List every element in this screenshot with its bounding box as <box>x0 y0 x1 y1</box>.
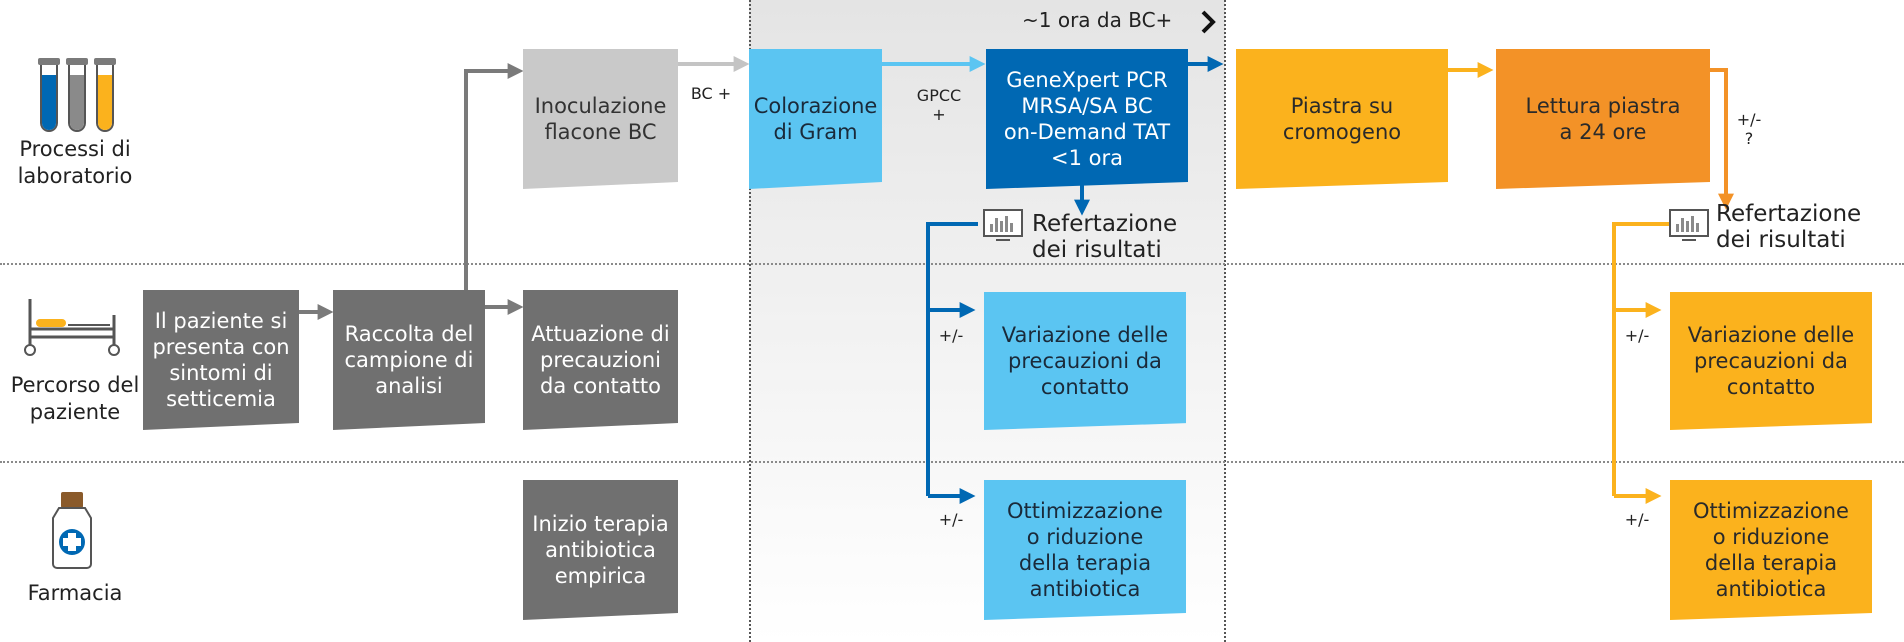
box-sample-collection: Raccolta del campione di analisi <box>333 290 485 430</box>
lane-label-lab: Processi di laboratorio <box>17 137 133 188</box>
box-inoculation: Inoculazione flacone BC <box>523 49 678 189</box>
box-patient-symptoms: Il paziente si presenta con sintomi di s… <box>143 290 299 430</box>
report-results-orange: Refertazione dei risultati <box>1716 201 1862 253</box>
label-pm-orange-variation: +/- <box>1624 326 1650 345</box>
box-genexpert: GeneXpert PCR MRSA/SA BC on-Demand TAT <… <box>986 49 1188 189</box>
test-tubes-icon <box>32 55 122 139</box>
label-pm-orange-optimization: +/- <box>1624 510 1650 529</box>
label-pm-blue-optimization: +/- <box>938 510 964 529</box>
box-variation-precautions-blue: Variazione delle precauzioni da contatto <box>984 292 1186 430</box>
label-pm-blue-variation: +/- <box>938 326 964 345</box>
label-pm-question: +/- ? <box>1736 110 1762 148</box>
medicine-bottle-icon <box>47 490 97 574</box>
chevron-right-icon <box>1198 8 1218 40</box>
box-contact-precautions: Attuazione di precauzioni da contatto <box>523 290 678 430</box>
lane-label-pharmacy: Farmacia <box>27 581 123 605</box>
hospital-bed-icon <box>22 295 122 361</box>
box-gram-stain: Colorazione di Gram <box>749 49 882 189</box>
lane-divider-1 <box>0 263 1904 265</box>
lane-divider-2 <box>0 461 1904 463</box>
box-chromogen-plate: Piastra su cromogeno <box>1236 49 1448 189</box>
monitor-icon <box>982 208 1024 248</box>
box-variation-precautions-orange: Variazione delle precauzioni da contatto <box>1670 292 1872 430</box>
box-therapy-optimization-blue: Ottimizzazione o riduzione della terapia… <box>984 480 1186 620</box>
monitor-icon <box>1668 208 1710 248</box>
timeframe-left-boundary <box>749 0 751 642</box>
report-results-blue: Refertazione dei risultati <box>1032 211 1178 263</box>
timeframe-right-boundary <box>1224 0 1226 642</box>
box-empiric-therapy: Inizio terapia antibiotica empirica <box>523 480 678 620</box>
timing-label: ~1 ora da BC+ <box>1022 8 1173 32</box>
box-plate-reading: Lettura piastra a 24 ore <box>1496 49 1710 189</box>
box-therapy-optimization-orange: Ottimizzazione o riduzione della terapia… <box>1670 480 1872 620</box>
label-bc-plus: BC + <box>690 84 732 103</box>
lane-label-patient: Percorso del paziente <box>10 373 140 424</box>
label-gpcc-plus: GPCC + <box>916 86 962 124</box>
